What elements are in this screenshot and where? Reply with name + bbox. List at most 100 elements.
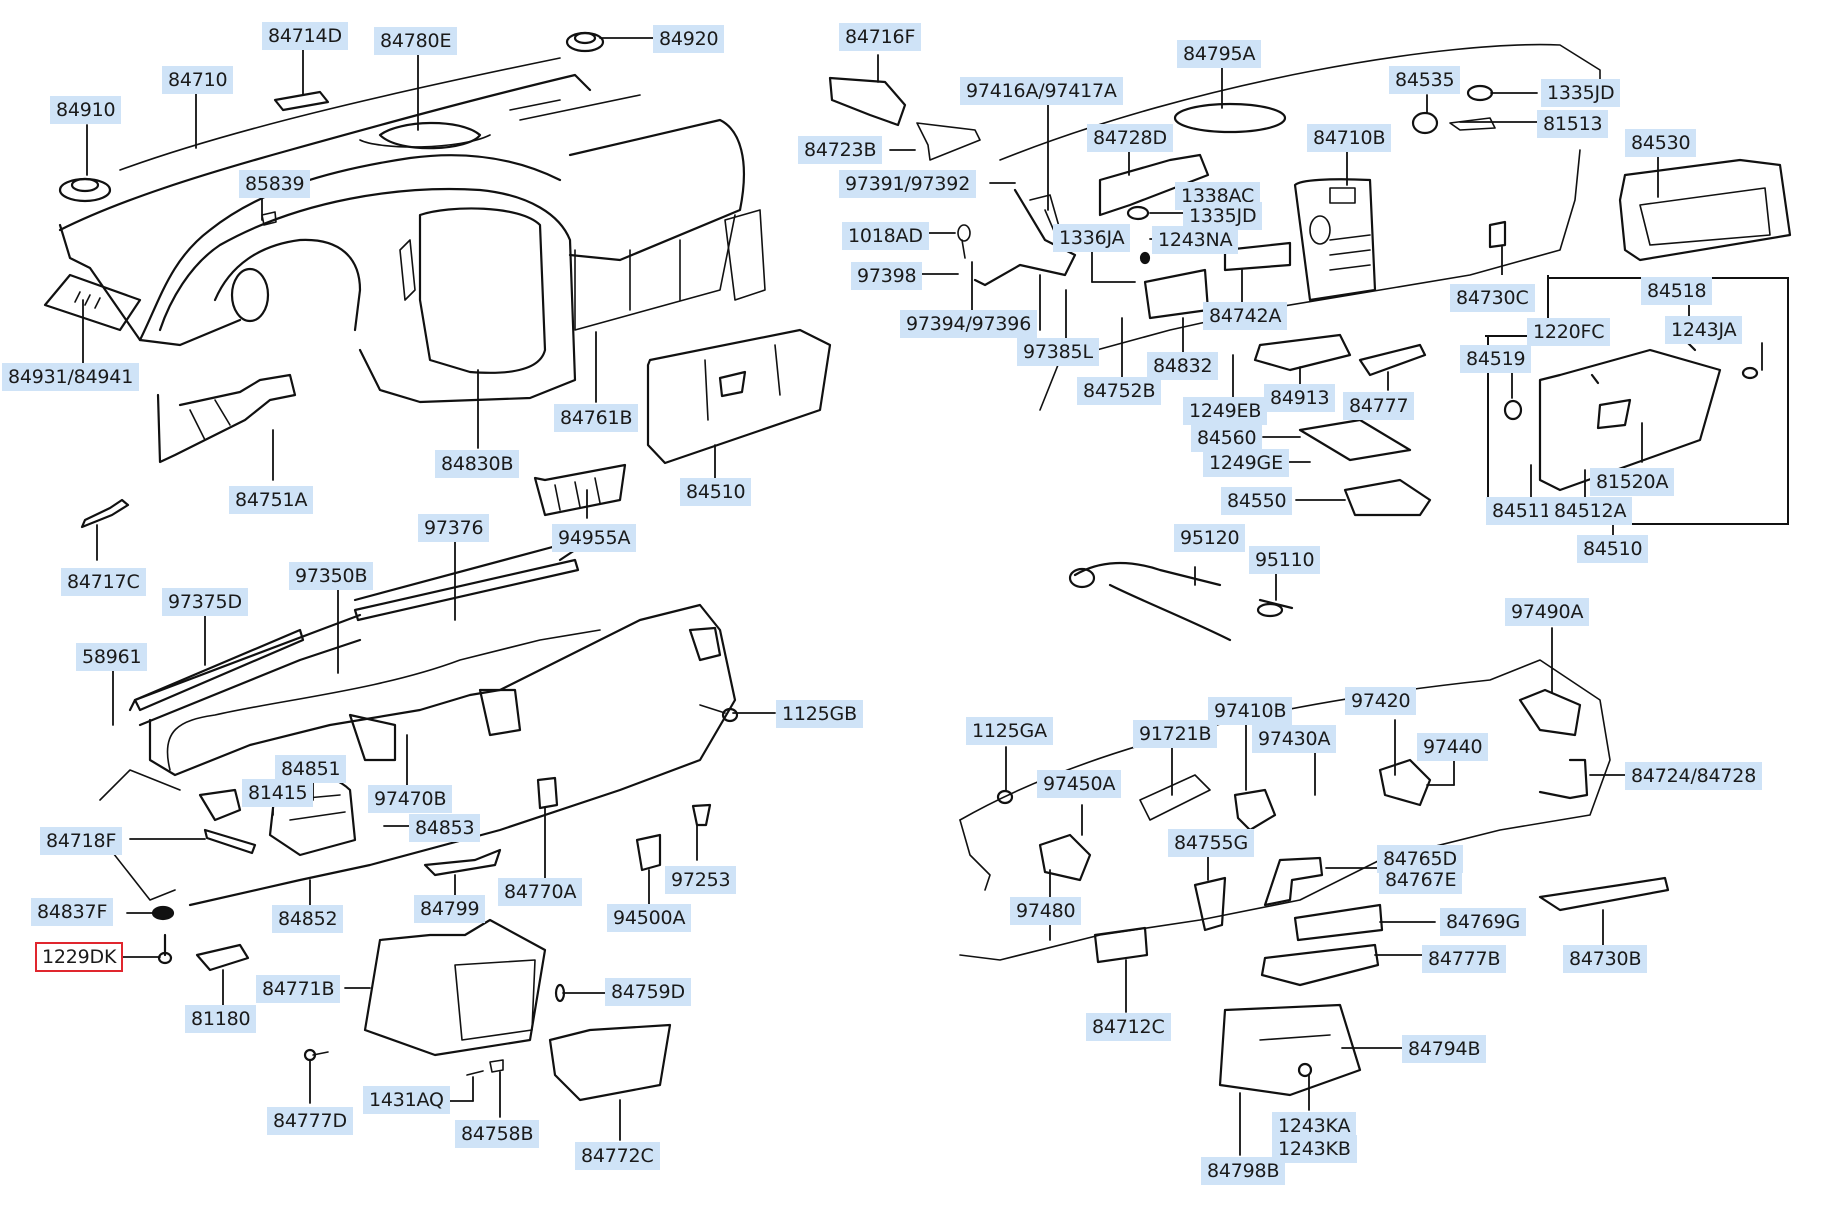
part-label[interactable]: 84752B bbox=[1077, 377, 1162, 405]
part-label[interactable]: 97410B bbox=[1208, 697, 1293, 725]
part-label[interactable]: 84723B bbox=[798, 136, 883, 164]
part-label[interactable]: 84772C bbox=[575, 1142, 660, 1170]
part-label[interactable]: 84512A bbox=[1548, 497, 1633, 525]
part-label[interactable]: 84730C bbox=[1450, 284, 1535, 312]
part-label[interactable]: 84728D bbox=[1087, 124, 1173, 152]
part-label[interactable]: 84510 bbox=[1577, 535, 1649, 563]
glove-box-drawing bbox=[646, 328, 832, 465]
part-label[interactable]: 97430A bbox=[1252, 725, 1337, 753]
switch-panel-drawing bbox=[533, 463, 627, 517]
part-label[interactable]: 84511 bbox=[1486, 497, 1558, 525]
part-label[interactable]: 84777D bbox=[267, 1107, 353, 1135]
part-label[interactable]: 84830B bbox=[435, 450, 520, 478]
part-label[interactable]: 97470B bbox=[368, 785, 453, 813]
leader-lines bbox=[82, 37, 1763, 1156]
part-label[interactable]: 84724/84728 bbox=[1625, 762, 1763, 790]
part-label[interactable]: 97391/97392 bbox=[839, 170, 977, 198]
part-label[interactable]: 84560 bbox=[1191, 424, 1263, 452]
part-label[interactable]: 84837F bbox=[31, 898, 114, 926]
part-label[interactable]: 1431AQ bbox=[363, 1086, 450, 1114]
part-label[interactable]: 1335JD bbox=[1541, 79, 1621, 107]
part-label[interactable]: 84920 bbox=[653, 25, 725, 53]
part-label[interactable]: 81415 bbox=[242, 779, 314, 807]
part-label[interactable]: 97416A/97417A bbox=[960, 77, 1123, 105]
part-label[interactable]: 97350B bbox=[289, 562, 374, 590]
part-label[interactable]: 1243NA bbox=[1152, 226, 1239, 254]
part-label[interactable]: 84530 bbox=[1625, 129, 1697, 157]
part-label[interactable]: 1018AD bbox=[842, 222, 929, 250]
part-label[interactable]: 84794B bbox=[1402, 1035, 1487, 1063]
part-label[interactable]: 84759D bbox=[605, 978, 691, 1006]
part-label[interactable]: 81513 bbox=[1537, 110, 1609, 138]
part-label[interactable]: 84910 bbox=[50, 96, 122, 124]
part-label[interactable]: 1220FC bbox=[1527, 318, 1611, 346]
part-label[interactable]: 84758B bbox=[455, 1120, 540, 1148]
part-label[interactable]: 84777B bbox=[1422, 945, 1507, 973]
part-label[interactable]: 84518 bbox=[1641, 277, 1713, 305]
part-label[interactable]: 84761B bbox=[554, 404, 639, 432]
part-label[interactable]: 84795A bbox=[1177, 40, 1262, 68]
part-label[interactable]: 1243KB bbox=[1272, 1135, 1357, 1163]
part-label[interactable]: 84777 bbox=[1343, 392, 1415, 420]
glove-box-group-frame bbox=[1487, 277, 1789, 525]
part-label[interactable]: 97398 bbox=[851, 262, 923, 290]
part-label[interactable]: 84769G bbox=[1440, 908, 1526, 936]
part-label[interactable]: 84832 bbox=[1147, 352, 1219, 380]
part-label[interactable]: 84712C bbox=[1086, 1013, 1171, 1041]
part-label[interactable]: 1125GB bbox=[776, 700, 863, 728]
part-label[interactable]: 84510 bbox=[680, 478, 752, 506]
part-label[interactable]: 84798B bbox=[1201, 1157, 1286, 1185]
part-label[interactable]: 84780E bbox=[374, 27, 458, 55]
part-label[interactable]: 84767E bbox=[1379, 866, 1463, 894]
part-label[interactable]: 97440 bbox=[1417, 733, 1489, 761]
part-label[interactable]: 84718F bbox=[40, 827, 123, 855]
part-label[interactable]: 1249GE bbox=[1203, 449, 1289, 477]
part-label[interactable]: 84714D bbox=[262, 22, 348, 50]
part-label[interactable]: 84913 bbox=[1264, 384, 1336, 412]
part-label[interactable]: 58961 bbox=[76, 643, 148, 671]
part-label[interactable]: 84730B bbox=[1563, 945, 1648, 973]
part-label[interactable]: 84710 bbox=[162, 66, 234, 94]
part-label[interactable]: 91721B bbox=[1133, 720, 1218, 748]
part-label[interactable]: 1336JA bbox=[1053, 224, 1131, 252]
part-label[interactable]: 81520A bbox=[1590, 468, 1675, 496]
part-label[interactable]: 84742A bbox=[1203, 302, 1288, 330]
part-label[interactable]: 84519 bbox=[1460, 345, 1532, 373]
part-label[interactable]: 97376 bbox=[418, 514, 490, 542]
part-label[interactable]: 1335JD bbox=[1183, 202, 1263, 230]
part-label[interactable]: 97450A bbox=[1037, 770, 1122, 798]
part-label[interactable]: 84799 bbox=[414, 895, 486, 923]
part-label[interactable]: 84716F bbox=[839, 23, 922, 51]
part-label[interactable]: 85839 bbox=[239, 170, 311, 198]
part-label[interactable]: 84717C bbox=[61, 568, 146, 596]
part-label[interactable]: 1125GA bbox=[966, 717, 1053, 745]
part-label-selected[interactable]: 1229DK bbox=[34, 942, 124, 972]
part-label[interactable]: 84751A bbox=[229, 486, 314, 514]
part-label[interactable]: 97480 bbox=[1010, 897, 1082, 925]
part-label[interactable]: 1249EB bbox=[1183, 397, 1268, 425]
part-label[interactable]: 97420 bbox=[1345, 687, 1417, 715]
part-label[interactable]: 84770A bbox=[498, 878, 583, 906]
lower-crash-pad-drawing bbox=[959, 659, 1670, 1097]
part-label[interactable]: 84550 bbox=[1221, 487, 1293, 515]
part-label[interactable]: 97490A bbox=[1505, 598, 1590, 626]
part-label[interactable]: 84535 bbox=[1389, 66, 1461, 94]
part-label[interactable]: 84931/84941 bbox=[2, 363, 140, 391]
part-label[interactable]: 84853 bbox=[409, 814, 481, 842]
part-label[interactable]: 95110 bbox=[1249, 546, 1321, 574]
part-label[interactable]: 84852 bbox=[272, 905, 344, 933]
part-label[interactable]: 84710B bbox=[1307, 124, 1392, 152]
part-label[interactable]: 97253 bbox=[665, 866, 737, 894]
part-label[interactable]: 84851 bbox=[275, 755, 347, 783]
part-label[interactable]: 81180 bbox=[185, 1005, 257, 1033]
part-label[interactable]: 84755G bbox=[1168, 829, 1254, 857]
part-label[interactable]: 97394/97396 bbox=[900, 310, 1038, 338]
part-label[interactable]: 94500A bbox=[607, 904, 692, 932]
part-label[interactable]: 1243JA bbox=[1665, 316, 1743, 344]
part-label[interactable]: 97375D bbox=[162, 588, 248, 616]
part-label[interactable]: 97385L bbox=[1017, 338, 1099, 366]
part-label[interactable]: 94955A bbox=[552, 524, 637, 552]
part-label[interactable]: 84771B bbox=[256, 975, 341, 1003]
part-label[interactable]: 95120 bbox=[1174, 524, 1246, 552]
